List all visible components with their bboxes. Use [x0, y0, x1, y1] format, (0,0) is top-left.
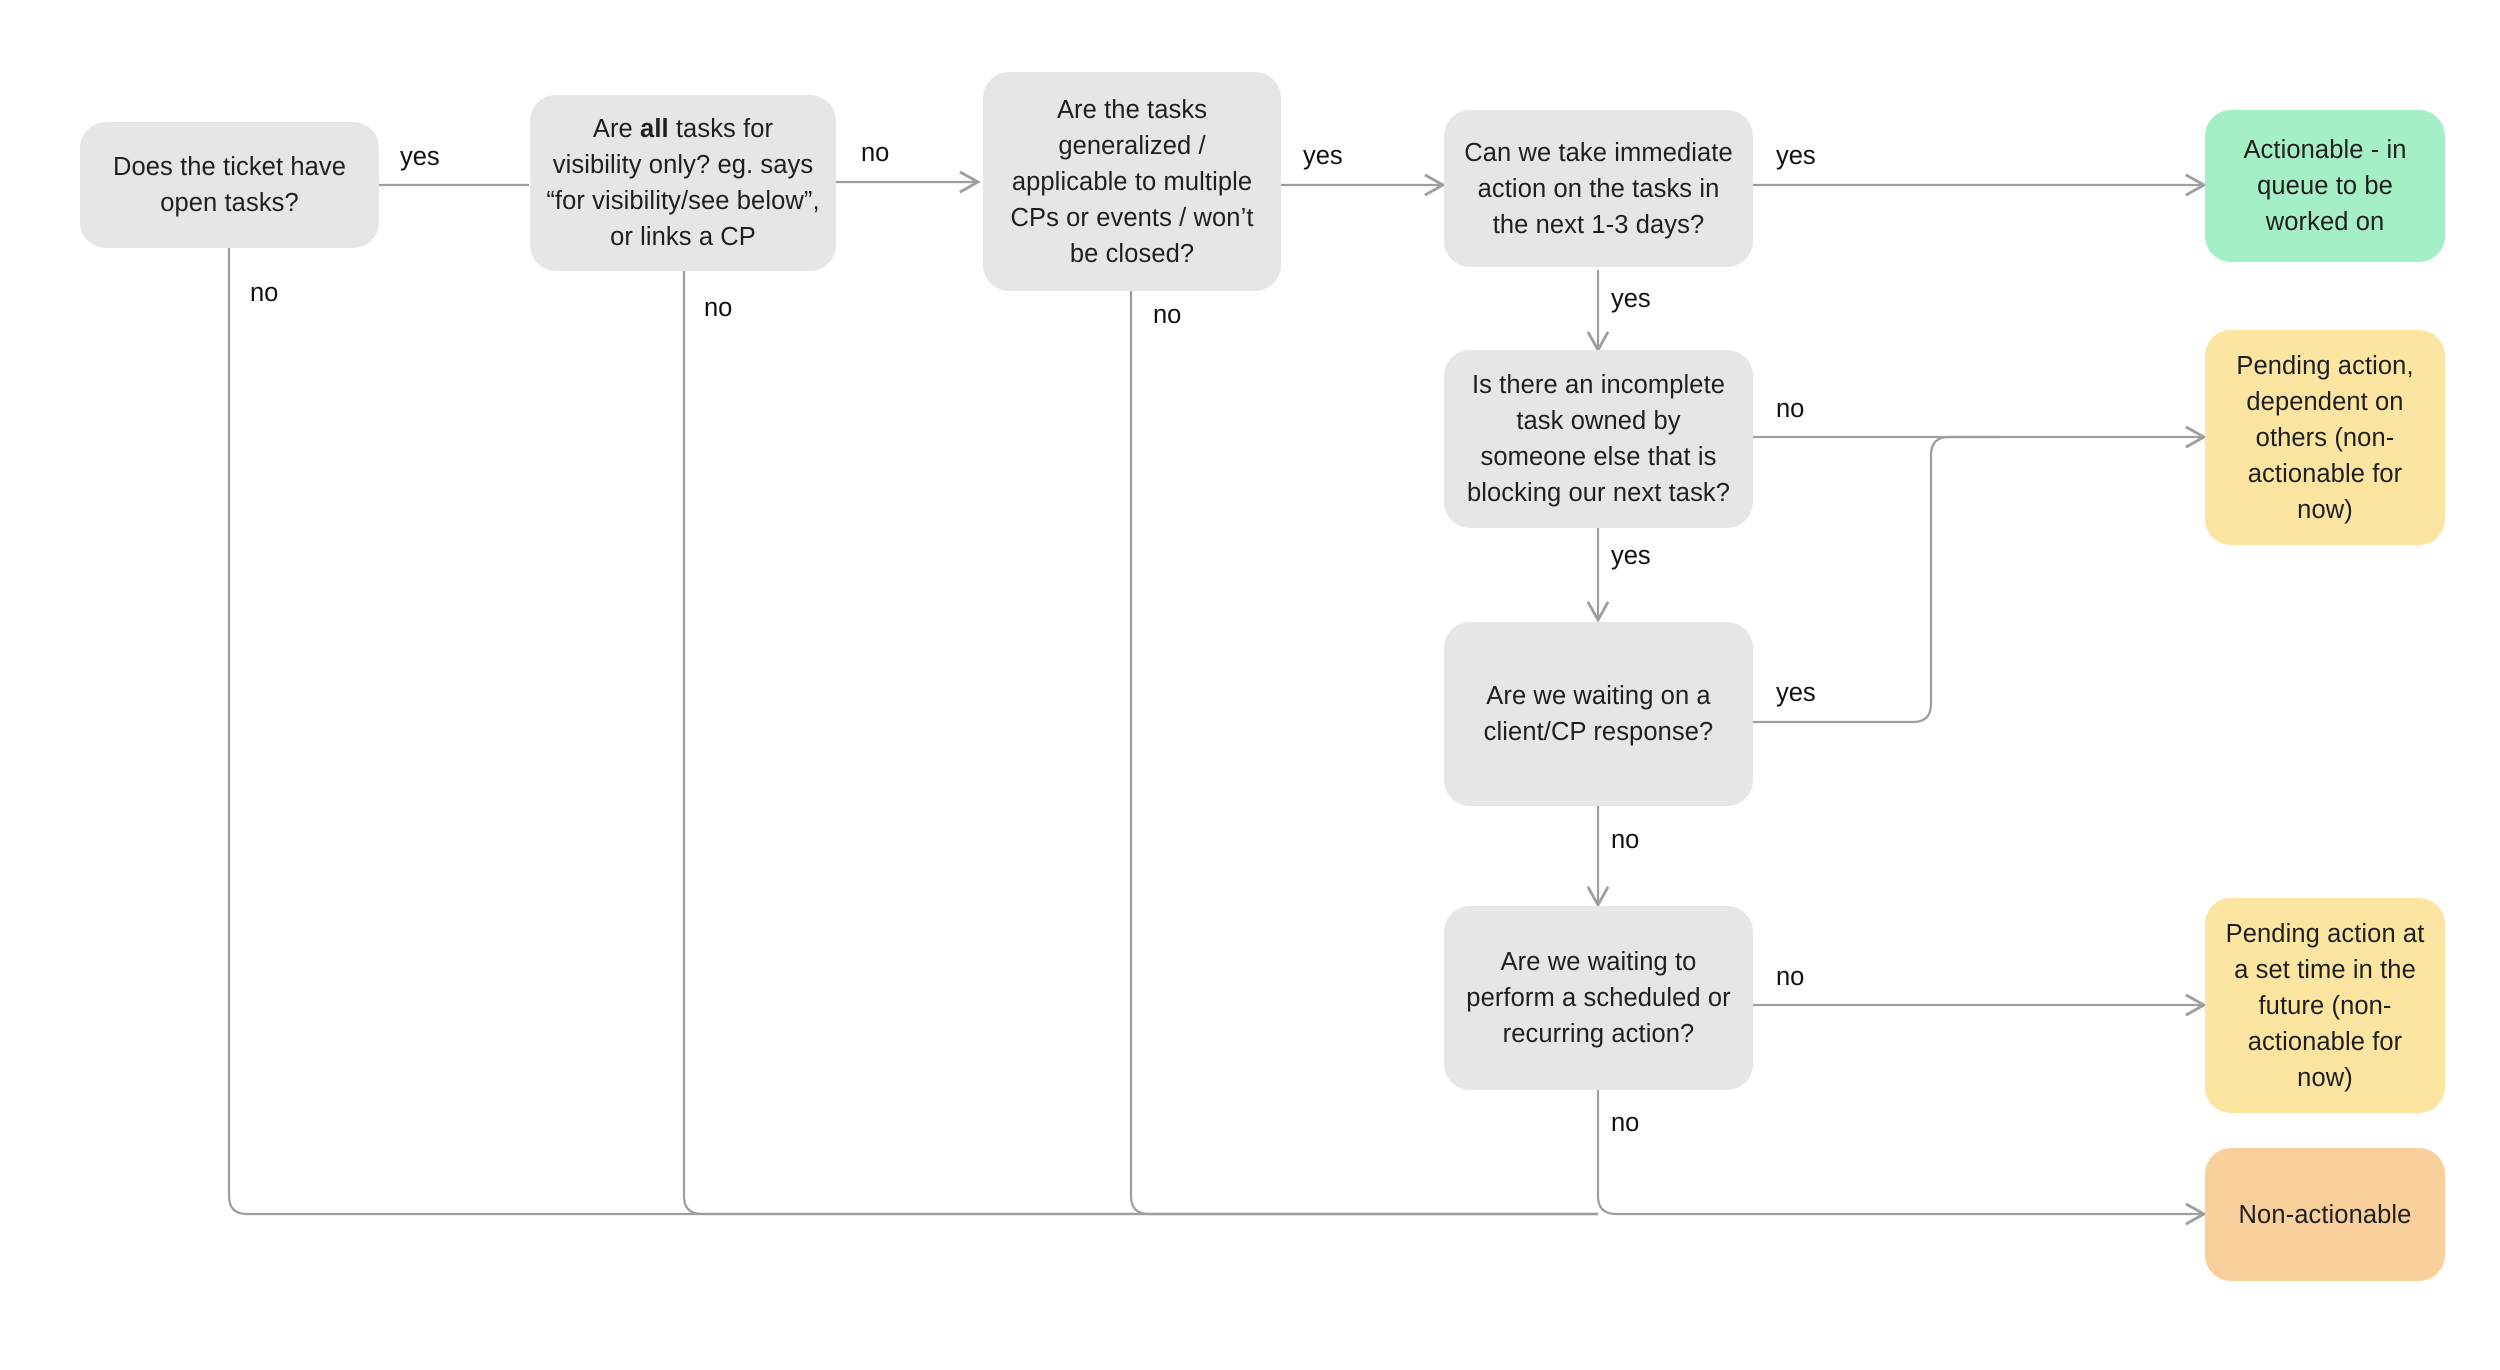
node-generalized-label: Are the tasks generalized / applicable t… — [1010, 95, 1254, 268]
edge-label-visibility-no: no — [861, 139, 890, 167]
node-pending-others-label: Pending action, dependent on others (non… — [2236, 351, 2414, 524]
node-scheduled-action-label: Are we waiting to perform a scheduled or… — [1466, 948, 1731, 1048]
edge-open-tasks-no — [227, 248, 1598, 1216]
edge-label-open-tasks-yes: yes — [400, 143, 440, 171]
node-visibility-only-label: Are all tasks for visibility only? eg. s… — [546, 115, 820, 251]
node-non-actionable[interactable]: Non-actionable — [2205, 1148, 2445, 1281]
node-blocking-task[interactable]: Is there an incomplete task owned by som… — [1444, 350, 1753, 528]
edge-label-visibility-yes: no — [704, 294, 733, 322]
edge-label-blocking-yes: no — [1776, 395, 1805, 423]
node-non-actionable-label: Non-actionable — [2238, 1200, 2412, 1229]
edge-label-scheduled-yes: no — [1776, 963, 1805, 991]
node-visibility-only[interactable]: Are all tasks for visibility only? eg. s… — [530, 95, 836, 271]
node-blocking-task-label: Is there an incomplete task owned by som… — [1466, 371, 1731, 507]
edge-label-generalized-yes: no — [1153, 301, 1182, 329]
node-open-tasks[interactable]: Does the ticket have open tasks? — [80, 122, 379, 248]
edge-label-generalized-no: yes — [1303, 142, 1343, 170]
edge-label-client-yes: yes — [1776, 679, 1816, 707]
edge-label-immediate-no: yes — [1611, 285, 1651, 313]
edge-label-scheduled-no: no — [1611, 1109, 1640, 1137]
node-immediate-action[interactable]: Can we take immediate action on the task… — [1444, 110, 1753, 267]
node-client-response[interactable]: Are we waiting on a client/CP response? — [1444, 622, 1753, 806]
node-generalized[interactable]: Are the tasks generalized / applicable t… — [983, 72, 1281, 291]
node-pending-future-label: Pending action at a set time in the futu… — [2225, 919, 2425, 1092]
node-actionable[interactable]: Actionable - in queue to be worked on — [2205, 110, 2445, 262]
node-immediate-action-label: Can we take immediate action on the task… — [1464, 138, 1733, 239]
node-pending-future[interactable]: Pending action at a set time in the futu… — [2205, 898, 2445, 1113]
edge-label-immediate-yes: yes — [1776, 142, 1816, 170]
edge-label-blocking-no: yes — [1611, 542, 1651, 570]
node-open-tasks-label: Does the ticket have open tasks? — [112, 153, 347, 217]
edge-scheduled-no — [1596, 1090, 2207, 1226]
node-client-response-label: Are we waiting on a client/CP response? — [1483, 682, 1714, 746]
node-pending-others[interactable]: Pending action, dependent on others (non… — [2205, 330, 2445, 545]
node-scheduled-action[interactable]: Are we waiting to perform a scheduled or… — [1444, 906, 1753, 1090]
edge-label-client-no: no — [1611, 826, 1640, 854]
edge-label-open-tasks-no: no — [250, 279, 279, 307]
node-actionable-label: Actionable - in queue to be worked on — [2243, 136, 2407, 236]
